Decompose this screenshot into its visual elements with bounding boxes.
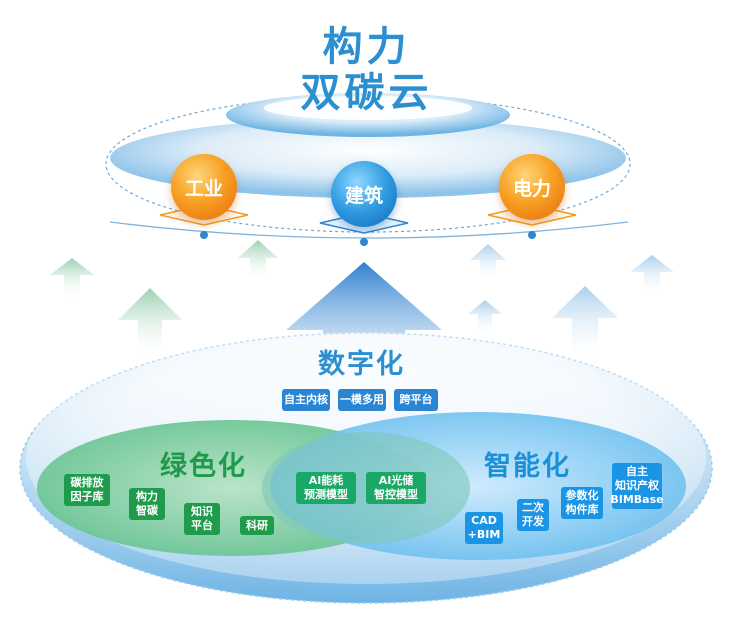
node-power[interactable]: 电力 bbox=[499, 154, 565, 220]
tag-parametric-component-library[interactable]: 参数化 构件库 bbox=[561, 487, 603, 519]
tag-bimbase[interactable]: 自主 知识产权 BIMBase bbox=[610, 463, 664, 509]
tag-ai-energy-prediction[interactable]: AI能耗 预测模型 bbox=[296, 472, 356, 504]
node-industry[interactable]: 工业 bbox=[171, 154, 237, 220]
tag-research[interactable]: 科研 bbox=[240, 516, 274, 535]
tag-autonomous-kernel[interactable]: 自主内核 bbox=[282, 389, 330, 411]
title-line-1: 构力 bbox=[322, 24, 411, 70]
tag-cad-bim[interactable]: CAD +BIM bbox=[465, 512, 503, 544]
tag-one-model-multi-use[interactable]: 一模多用 bbox=[338, 389, 386, 411]
digitalization-title: 数字化 bbox=[318, 349, 405, 380]
tag-secondary-development[interactable]: 二次 开发 bbox=[517, 499, 549, 531]
tag-carbon-factor-library[interactable]: 碳排放 因子库 bbox=[64, 474, 110, 506]
tag-goujian-smart-carbon[interactable]: 构力 智碳 bbox=[129, 488, 165, 520]
node-building[interactable]: 建筑 bbox=[331, 161, 397, 227]
green-title: 绿色化 bbox=[160, 451, 247, 482]
title-line-2: 双碳云 bbox=[300, 70, 433, 116]
tag-ai-solar-storage-control[interactable]: AI光储 智控模型 bbox=[366, 472, 426, 504]
tag-cross-platform[interactable]: 跨平台 bbox=[394, 389, 438, 411]
tag-knowledge-platform[interactable]: 知识 平台 bbox=[184, 503, 220, 535]
intelligent-title: 智能化 bbox=[484, 451, 571, 482]
